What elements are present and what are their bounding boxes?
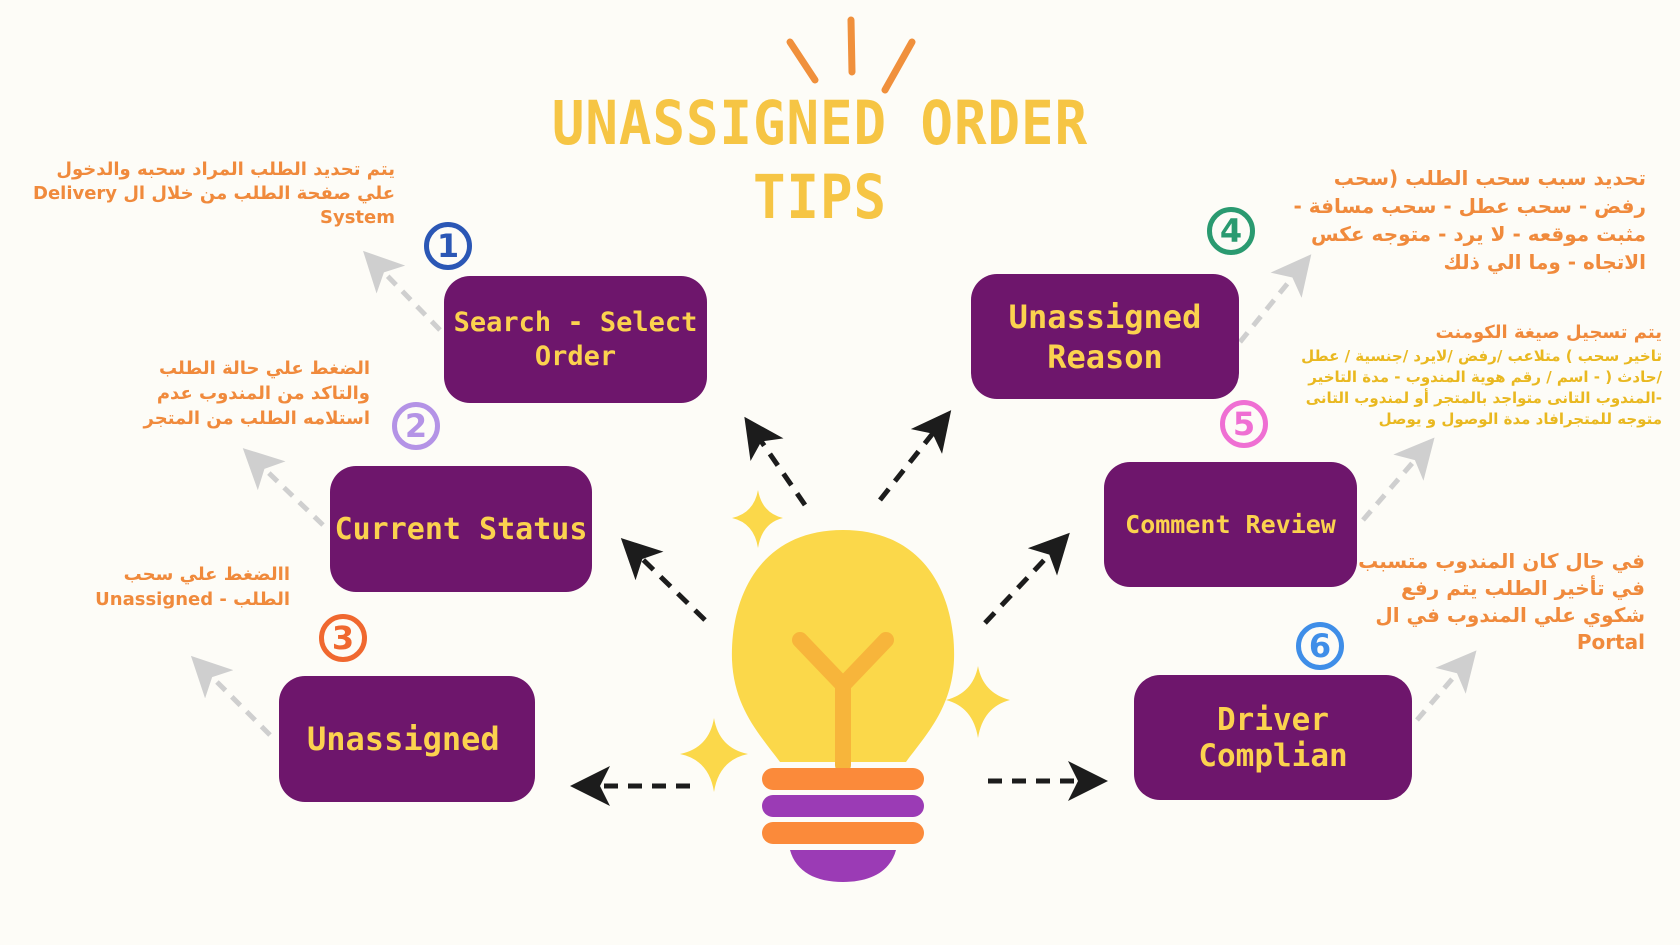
page-title: UNASSIGNED ORDER TIPS xyxy=(520,87,1120,235)
step-4-note: تحديد سبب سحب الطلب (سحب رفض - سحب عطل -… xyxy=(1293,166,1646,274)
title-sparks xyxy=(786,16,916,94)
title-line-1: UNASSIGNED ORDER xyxy=(551,88,1089,159)
arrow-to-step-4 xyxy=(878,410,952,502)
arrow-to-step-2 xyxy=(620,538,707,622)
arrow-to-step-1 xyxy=(744,416,808,507)
arrow-note-6 xyxy=(1415,650,1477,722)
arrow-note-1 xyxy=(363,250,442,332)
step-4-number-badge: 4 xyxy=(1207,207,1255,255)
arrow-note-4 xyxy=(1238,254,1312,344)
step-1-number-badge: 1 xyxy=(424,222,472,270)
note-arrows xyxy=(190,250,1477,737)
arrow-note-5 xyxy=(1361,437,1435,522)
step-6-number-badge: 6 xyxy=(1296,622,1344,670)
step-3-number-badge: 3 xyxy=(319,614,367,662)
step-1-note: يتم تحديد الطلب المراد سحبه والدخول علي … xyxy=(33,159,395,228)
sparkle-icons xyxy=(680,490,1010,792)
step-6-box: Driver Complian xyxy=(1134,675,1412,800)
arrow-note-2 xyxy=(242,448,325,527)
step-5-number-badge: 5 xyxy=(1220,400,1268,448)
step-2-number-badge: 2 xyxy=(392,402,440,450)
step-5-note-block: يتم تسجيل صيغة الكومنت تاخير سحب ) متلاع… xyxy=(1300,320,1662,430)
step-2-note: الضغط علي حالة الطلب والتاكد من المندوب … xyxy=(143,358,370,429)
step-5-box: Comment Review xyxy=(1104,462,1357,587)
bulb-arrows xyxy=(570,410,1108,806)
light-bulb-icon xyxy=(731,530,955,882)
step-3-note: االضغط علي سحب الطلب - Unassigned xyxy=(95,564,290,610)
step-3-box: Unassigned xyxy=(279,676,535,802)
arrow-to-step-5 xyxy=(983,532,1070,625)
step-1-box: Search - Select Order xyxy=(444,276,707,403)
step-4-box: Unassigned Reason xyxy=(971,274,1239,399)
step-2-box: Current Status xyxy=(330,466,592,592)
step-5-note: تاخير سحب ) متلاعب /رفض /لايرد /جنسية / … xyxy=(1301,347,1662,428)
step-6-note: في حال كان المندوب متسبب في تأخير الطلب … xyxy=(1358,549,1645,654)
step-5-note-title: يتم تسجيل صيغة الكومنت xyxy=(1435,322,1662,343)
arrow-note-3 xyxy=(190,655,272,737)
title-line-2: TIPS xyxy=(752,162,888,233)
